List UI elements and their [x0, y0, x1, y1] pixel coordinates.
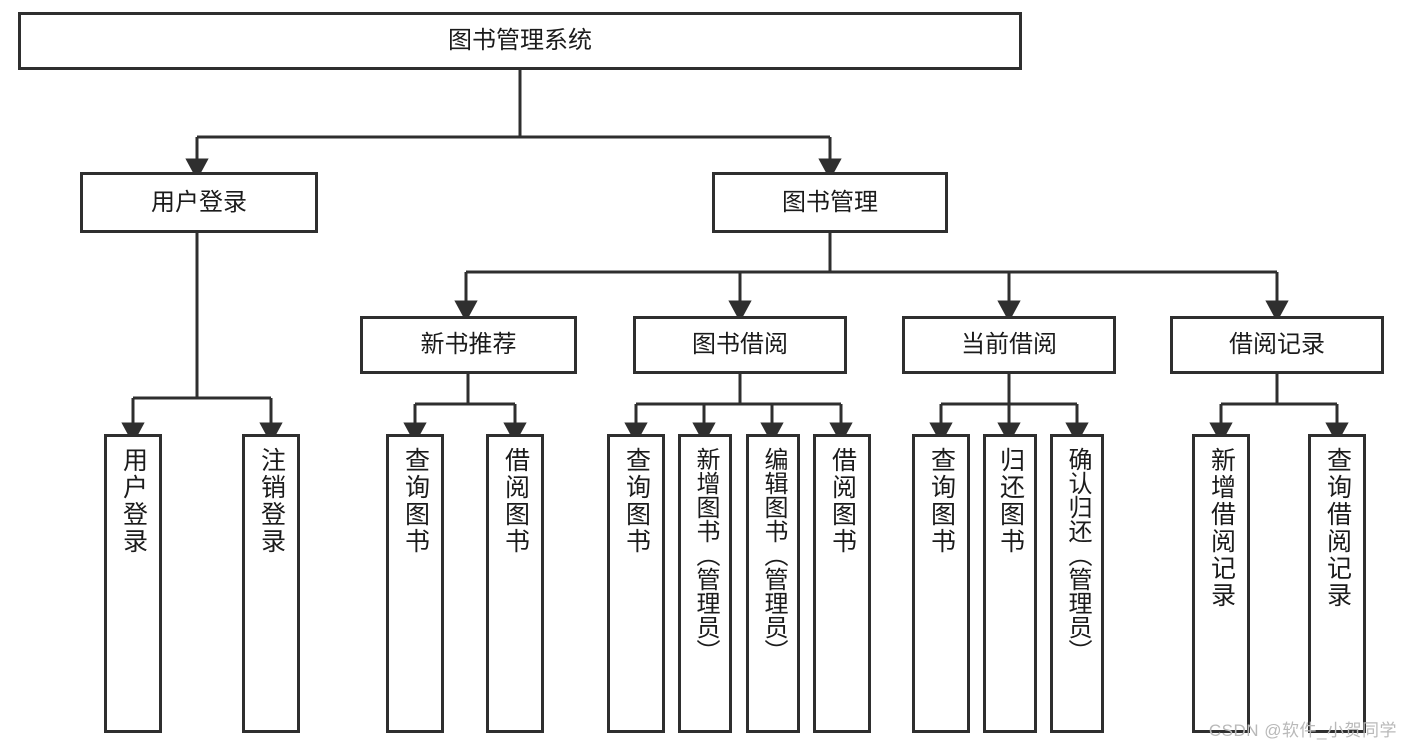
node-label: 新增借阅记录	[1207, 447, 1236, 609]
node-label: 查询借阅记录	[1323, 447, 1352, 609]
leaf-query-book-borrow[interactable]: 查询图书	[607, 434, 665, 733]
node-label: 新增图书（管理员）	[692, 447, 719, 663]
leaf-query-book-current[interactable]: 查询图书	[912, 434, 970, 733]
node-label: 借阅图书	[828, 447, 857, 555]
leaf-add-book-admin[interactable]: 新增图书（管理员）	[678, 434, 732, 733]
node-book-borrow[interactable]: 图书借阅	[633, 316, 847, 374]
node-label: 图书借阅	[692, 331, 788, 359]
node-label: 查询图书	[401, 447, 430, 555]
node-root-book-management-system[interactable]: 图书管理系统	[18, 12, 1022, 70]
node-label: 注销登录	[257, 447, 286, 555]
node-user-login[interactable]: 用户登录	[80, 172, 318, 233]
node-label: 图书管理系统	[448, 27, 592, 55]
node-label: 归还图书	[996, 447, 1025, 555]
leaf-borrow-book[interactable]: 借阅图书	[813, 434, 871, 733]
leaf-add-borrow-record[interactable]: 新增借阅记录	[1192, 434, 1250, 733]
node-label: 借阅图书	[501, 447, 530, 555]
leaf-query-book-recommend[interactable]: 查询图书	[386, 434, 444, 733]
node-label: 当前借阅	[961, 331, 1057, 359]
node-book-management[interactable]: 图书管理	[712, 172, 948, 233]
leaf-logout[interactable]: 注销登录	[242, 434, 300, 733]
leaf-borrow-book-recommend[interactable]: 借阅图书	[486, 434, 544, 733]
leaf-edit-book-admin[interactable]: 编辑图书（管理员）	[746, 434, 800, 733]
node-label: 编辑图书（管理员）	[760, 447, 787, 663]
node-borrow-records[interactable]: 借阅记录	[1170, 316, 1384, 374]
node-label: 确认归还（管理员）	[1064, 447, 1091, 663]
leaf-confirm-return-admin[interactable]: 确认归还（管理员）	[1050, 434, 1104, 733]
node-current-borrow[interactable]: 当前借阅	[902, 316, 1116, 374]
node-label: 查询图书	[622, 447, 651, 555]
leaf-user-login[interactable]: 用户登录	[104, 434, 162, 733]
leaf-return-book[interactable]: 归还图书	[983, 434, 1037, 733]
node-label: 查询图书	[927, 447, 956, 555]
node-new-book-recommend[interactable]: 新书推荐	[360, 316, 577, 374]
node-label: 新书推荐	[420, 331, 517, 359]
node-label: 用户登录	[119, 447, 148, 555]
node-label: 借阅记录	[1229, 331, 1325, 359]
leaf-query-borrow-record[interactable]: 查询借阅记录	[1308, 434, 1366, 733]
node-label: 用户登录	[151, 188, 247, 216]
node-label: 图书管理	[782, 188, 878, 216]
csdn-watermark: CSDN @软件_小贺同学	[1208, 721, 1397, 740]
